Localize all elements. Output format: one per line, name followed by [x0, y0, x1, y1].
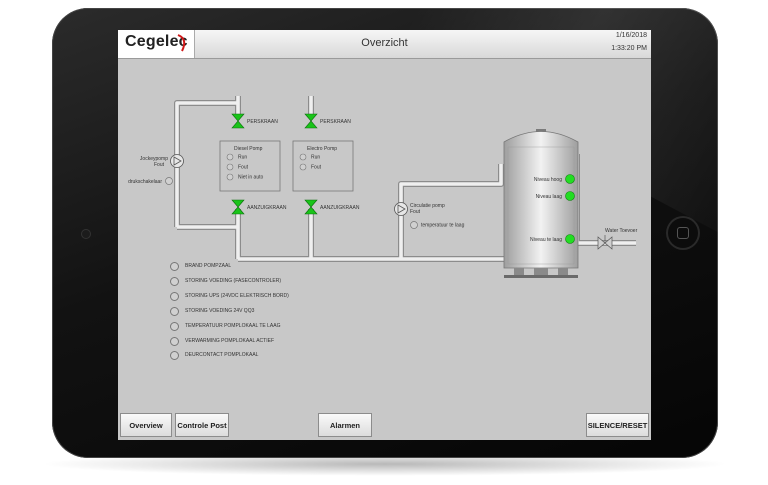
alarm-label: STORING VOEDING (FASECONTROLER): [185, 278, 282, 284]
diesel-run-indicator: [226, 153, 234, 161]
niveau-laag-indicator: [565, 191, 575, 201]
diesel-run-label: Run: [238, 155, 247, 161]
alarm-indicator: [170, 307, 179, 316]
logo-text: Cegelec: [125, 33, 188, 50]
pipe-network: [174, 96, 636, 262]
valve-aanzuigkraan-1[interactable]: [231, 199, 245, 215]
alarm-indicator: [170, 322, 179, 331]
niveau-laag-label: Niveau laag: [536, 194, 563, 200]
niveau-te-laag-label: Niveau te laag: [530, 237, 562, 243]
alarm-label: TEMPERATUUR POMPLOKAAL TE LAAG: [185, 323, 281, 329]
home-button[interactable]: [668, 218, 698, 248]
home-square-icon: [677, 227, 689, 239]
diesel-niet-in-auto-indicator: [226, 173, 234, 181]
valve-water-toevoer[interactable]: [597, 235, 613, 250]
diesel-pomp-box[interactable]: Diesel Pomp Run Fout Niet in auto: [219, 140, 281, 192]
alarm-indicator: [170, 292, 179, 301]
water-toevoer-label: Water Toevoer: [605, 228, 638, 234]
niveau-hoog-label: Niveau hoog: [534, 177, 562, 183]
alarm-label: VERWARMING POMPLOKAAL ACTIEF: [185, 338, 274, 344]
diesel-fout-indicator: [226, 163, 234, 171]
alarm-label: BRAND POMPZAAL: [185, 263, 232, 269]
silence-reset-button[interactable]: SILENCE/RESET: [586, 413, 649, 437]
alarm-indicator: [170, 337, 179, 346]
header-time: 1:33:20 PM: [611, 45, 647, 52]
electro-run-label: Run: [311, 155, 320, 161]
jockeypomp-fout-label: Fout: [154, 162, 165, 168]
niveau-hoog-indicator: [565, 174, 575, 184]
electro-run-indicator: [299, 153, 307, 161]
circulatie-fout-label: Fout: [410, 209, 421, 215]
process-diagram: PERSKRAAN PERSKRAAN AANZUIGKRAAN AANZUIG…: [128, 96, 638, 278]
niveau-te-laag-indicator: [565, 234, 575, 244]
header-bar: Cegelec Overzicht 1/16/2018 1:33:20 PM: [118, 30, 651, 59]
diesel-niet-in-auto-label: Niet in auto: [238, 175, 264, 181]
diesel-pomp-title: Diesel Pomp: [234, 146, 263, 152]
circulatie-pomp-label: Circulatie pomp: [410, 203, 445, 209]
drukschakelaar-label: drukschakelaar: [128, 179, 162, 185]
electro-fout-indicator: [299, 163, 307, 171]
drukschakelaar-indicator: [165, 177, 173, 185]
temperatuur-te-laag-indicator: [410, 221, 418, 229]
aanzuigkraan-1-label: AANZUIGKRAAN: [247, 205, 287, 211]
electro-pomp-box[interactable]: Electro Pomp Run Fout: [292, 140, 354, 192]
logo: Cegelec: [118, 30, 195, 58]
diesel-fout-label: Fout: [238, 165, 249, 171]
header-date: 1/16/2018: [615, 32, 647, 39]
alarm-indicator: [170, 262, 179, 271]
alarm-label: STORING VOEDING 24V QQ3: [185, 308, 255, 314]
jockeypomp-label: Jockeypomp: [140, 156, 168, 162]
alarm-indicator: [170, 277, 179, 286]
aanzuigkraan-2-label: AANZUIGKRAAN: [320, 205, 360, 211]
hmi-screen: Cegelec Overzicht 1/16/2018 1:33:20 PM: [118, 30, 651, 440]
circulatie-pomp-icon[interactable]: [394, 202, 408, 216]
controle-post-button[interactable]: Controle Post: [175, 413, 229, 437]
alarm-label: STORING UPS (24VDC ELEKTRISCH BORD): [185, 293, 289, 299]
overview-button[interactable]: Overview: [120, 413, 172, 437]
temperatuur-te-laag-label: temperatuur te laag: [421, 223, 465, 229]
jockeypomp-icon[interactable]: [170, 154, 184, 168]
camera-icon: [82, 230, 90, 238]
valve-perskraan-2[interactable]: [304, 113, 318, 129]
alarm-indicator: [170, 351, 179, 360]
electro-fout-label: Fout: [311, 165, 322, 171]
page-title: Overzicht: [361, 37, 408, 49]
perskraan-1-label: PERSKRAAN: [247, 119, 278, 125]
alarmen-button[interactable]: Alarmen: [318, 413, 372, 437]
water-tank[interactable]: [503, 129, 579, 278]
valve-aanzuigkraan-2[interactable]: [304, 199, 318, 215]
valve-perskraan-1[interactable]: [231, 113, 245, 129]
perskraan-2-label: PERSKRAAN: [320, 119, 351, 125]
alarm-label: DEURCONTACT POMPLOKAAL: [185, 352, 259, 358]
logo-swoosh-icon: [177, 34, 186, 52]
electro-pomp-title: Electro Pomp: [307, 146, 337, 152]
